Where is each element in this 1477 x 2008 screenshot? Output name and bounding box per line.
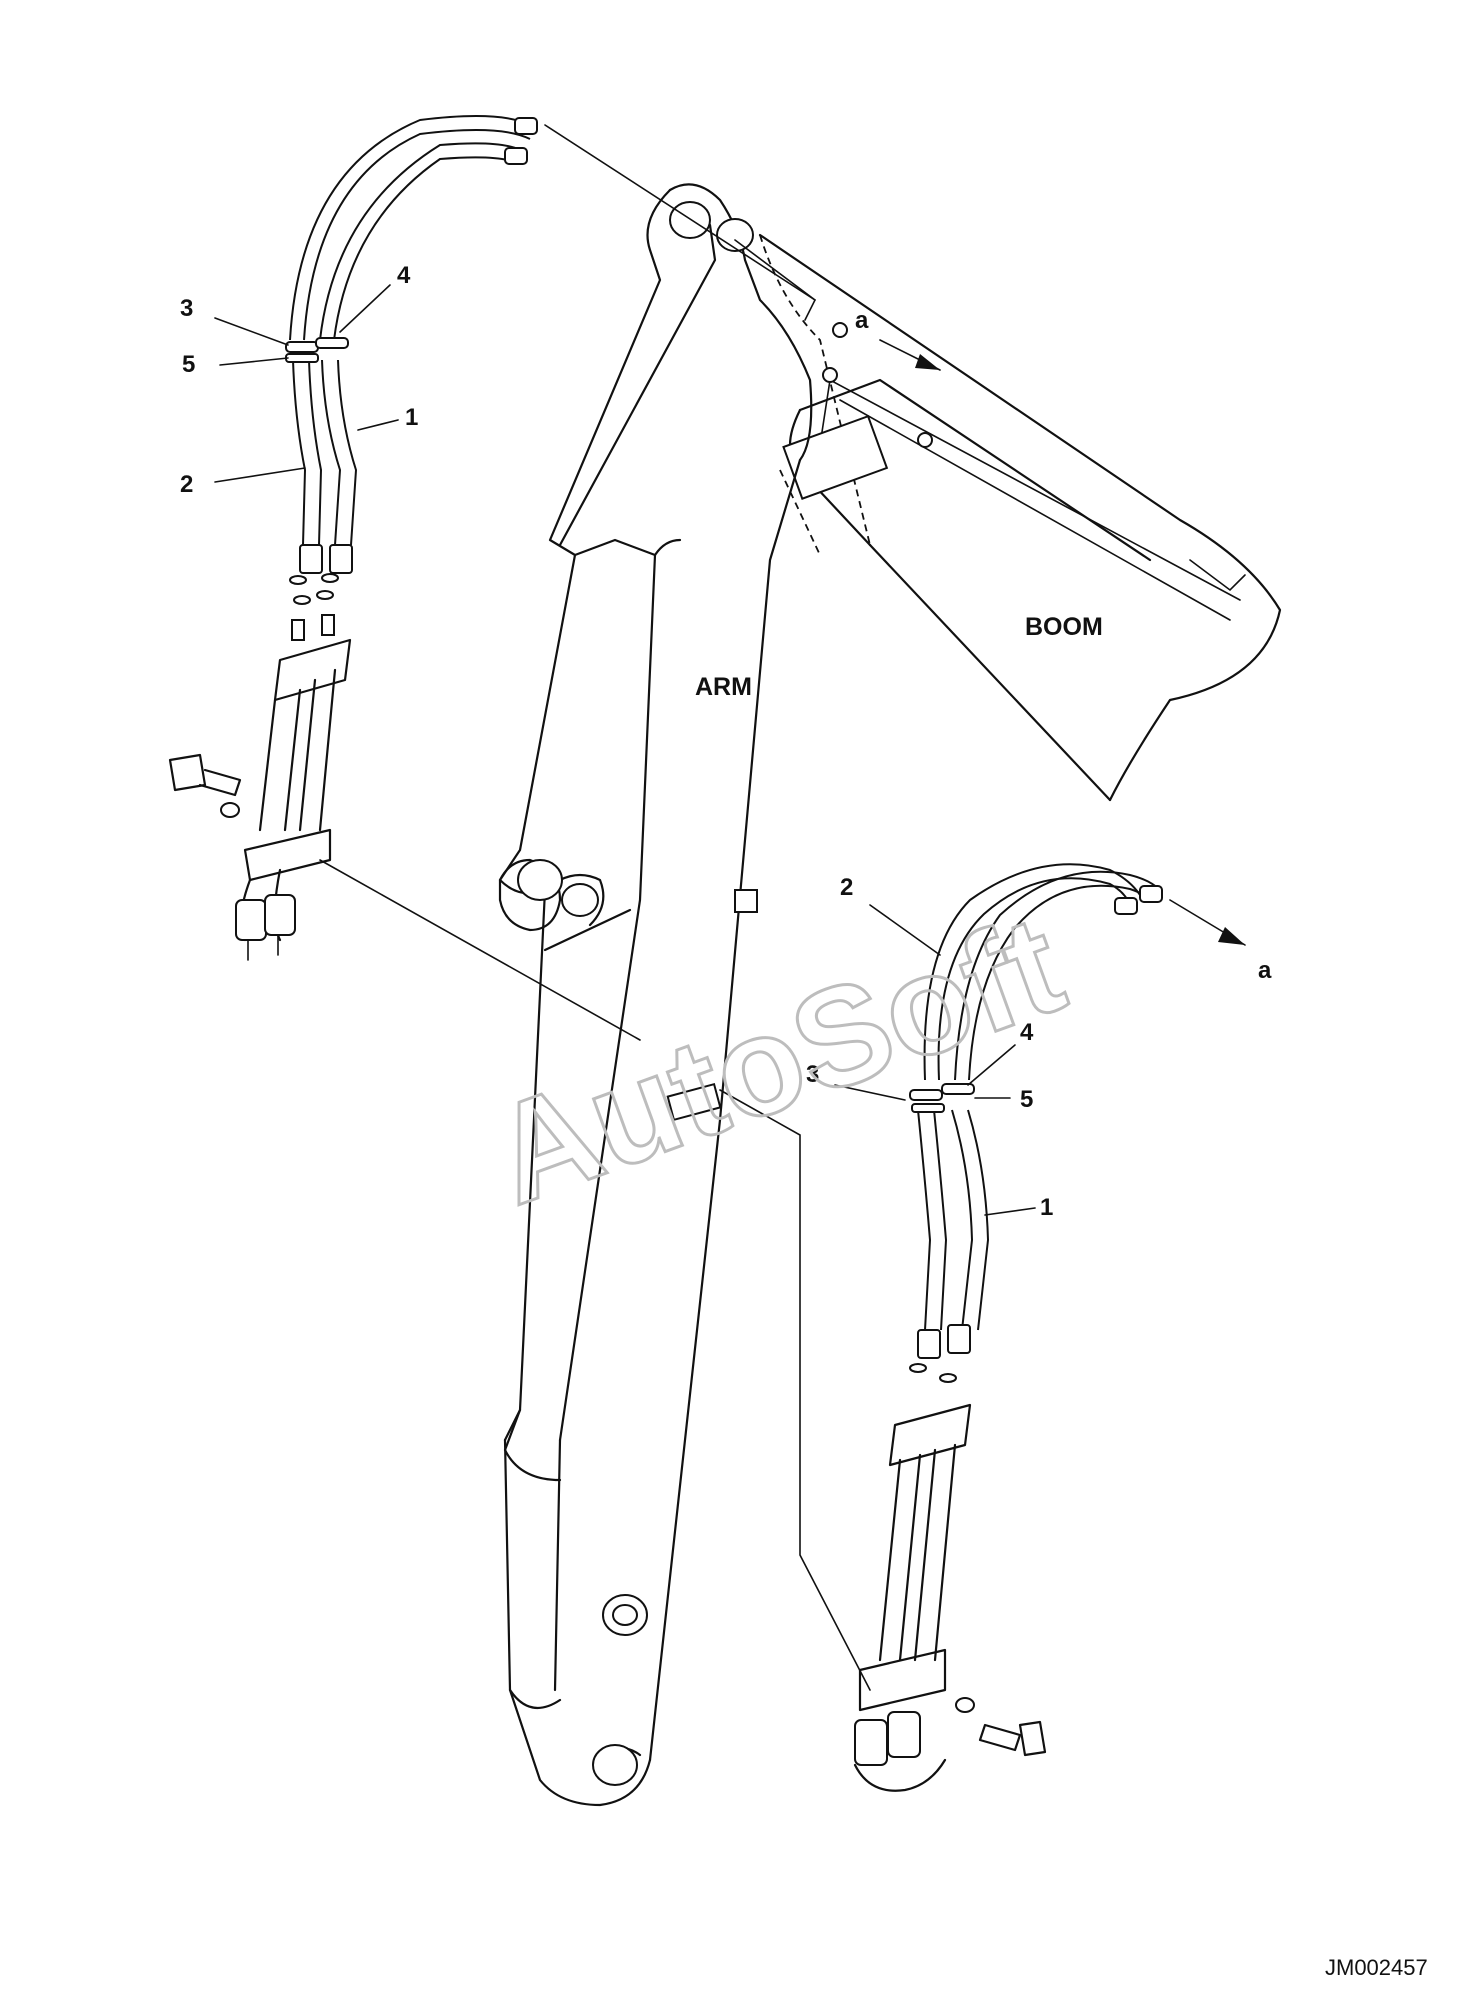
right-callout-4: 4 [1020, 1019, 1034, 1046]
arrow-a-right-label: a [1258, 957, 1272, 984]
connection-lines [319, 124, 871, 1691]
right-callout-1: 1 [1040, 1194, 1053, 1221]
arm-label: ARM [695, 673, 752, 701]
right-callout-3: 3 [806, 1061, 819, 1088]
watermark: AutoSoft [472, 885, 1081, 1235]
arrow-a-top: a [855, 307, 941, 371]
boom-label: BOOM [1025, 613, 1103, 641]
left-callout-3: 3 [180, 295, 193, 322]
drawing-code: JM002457 [1325, 1955, 1428, 1980]
arm-structure [498, 183, 813, 1807]
left-callouts: 3 5 4 1 2 [180, 262, 418, 498]
right-hose-assembly [853, 863, 1163, 1792]
right-callout-5: 5 [1020, 1086, 1033, 1113]
left-callout-5: 5 [182, 351, 195, 378]
left-callout-1: 1 [405, 404, 418, 431]
left-callout-4: 4 [397, 262, 411, 289]
left-hose-assembly [168, 115, 538, 961]
left-callout-2: 2 [180, 471, 193, 498]
arrow-a-top-label: a [855, 307, 869, 334]
arrow-a-right: a [1169, 899, 1272, 984]
right-callouts: 2 3 4 5 1 [806, 874, 1053, 1221]
boom-structure [758, 233, 1282, 802]
right-callout-2: 2 [840, 874, 853, 901]
